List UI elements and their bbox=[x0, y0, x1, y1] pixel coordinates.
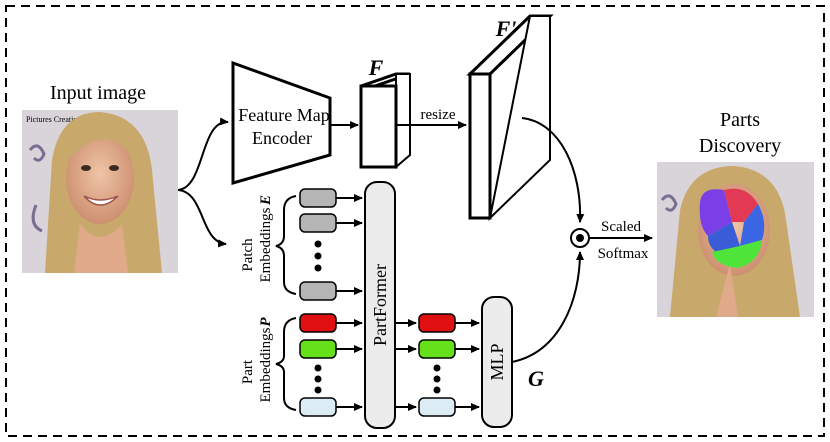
softmax-label-line2: Softmax bbox=[598, 246, 649, 262]
encoder-label-line1: Feature Map bbox=[238, 105, 329, 125]
input-image-title: Input image bbox=[50, 82, 146, 104]
partformer-label: PartFormer bbox=[370, 264, 390, 346]
patch-label-line2: Embeddings bbox=[258, 207, 274, 282]
resize-label: resize bbox=[421, 107, 456, 123]
patch-ellipsis-dot bbox=[314, 264, 322, 272]
part-token-light bbox=[299, 397, 337, 417]
mask-blue bbox=[740, 204, 765, 246]
patch-token bbox=[299, 281, 337, 301]
mask-purple bbox=[699, 189, 732, 236]
processed-token-red bbox=[418, 313, 456, 333]
feature-map-encoder bbox=[231, 60, 332, 185]
patch-token bbox=[299, 188, 337, 208]
part-symbol: P bbox=[258, 317, 274, 327]
part-token-green bbox=[299, 339, 337, 359]
arrow-input-to-patch bbox=[177, 189, 227, 248]
part-label-line1: Part bbox=[240, 359, 256, 384]
mask-blue-left bbox=[708, 222, 740, 252]
part-ellipsis-dot bbox=[314, 364, 322, 372]
partformer-block bbox=[364, 181, 396, 429]
input-face-photo: Pictures Creative Coalition bbox=[22, 110, 178, 273]
outer-dashed-frame bbox=[5, 5, 825, 437]
output-title-line2: Discovery bbox=[699, 135, 781, 157]
softmax-label-line1: Scaled bbox=[601, 219, 641, 235]
patch-symbol: E bbox=[258, 195, 274, 206]
part-label-line2: Embeddings bbox=[258, 327, 274, 402]
processed-ellipsis-dot bbox=[433, 386, 441, 394]
processed-token-light bbox=[418, 397, 456, 417]
output-title-line1: Parts bbox=[720, 109, 760, 131]
patch-token bbox=[299, 213, 337, 233]
part-ellipsis-dot bbox=[314, 386, 322, 394]
patch-brace bbox=[275, 195, 297, 295]
mask-red bbox=[724, 188, 758, 222]
feature-f-symbol: F bbox=[368, 55, 384, 80]
feature-map-f bbox=[359, 72, 411, 170]
feature-f-prime-symbol: F' bbox=[495, 16, 517, 41]
mask-green bbox=[712, 240, 762, 268]
dot-product-operator bbox=[570, 228, 590, 248]
arrow-input-to-encoder bbox=[177, 117, 229, 191]
processed-ellipsis-dot bbox=[433, 364, 441, 372]
svg-text:Pictures Creative Coalition: Pictures Creative Coalition bbox=[26, 115, 113, 124]
part-brace bbox=[275, 317, 297, 411]
processed-ellipsis-dot bbox=[433, 375, 441, 383]
feature-g-symbol: G bbox=[528, 366, 544, 391]
feature-map-f-prime bbox=[466, 14, 554, 221]
arrow-fprime-to-operator bbox=[521, 117, 585, 223]
patch-ellipsis-dot bbox=[314, 252, 322, 260]
patch-label-line1: Patch bbox=[240, 238, 256, 272]
processed-token-green bbox=[418, 339, 456, 359]
encoder-label-line2: Encoder bbox=[252, 128, 312, 148]
mlp-label: MLP bbox=[487, 343, 507, 380]
output-parts-photo bbox=[657, 162, 814, 317]
patch-ellipsis-dot bbox=[314, 240, 322, 248]
part-token-red bbox=[299, 313, 337, 333]
mlp-block bbox=[481, 296, 513, 428]
arrow-mlp-to-operator bbox=[511, 251, 584, 363]
part-ellipsis-dot bbox=[314, 375, 322, 383]
